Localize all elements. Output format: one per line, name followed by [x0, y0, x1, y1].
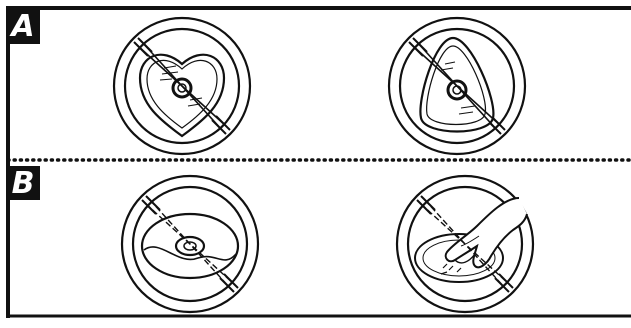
disc-touch-fingerprint-prohibited-icon [397, 176, 533, 312]
section-b-letter: B [12, 166, 35, 201]
section-a-letter: A [9, 9, 34, 44]
heart-shaped-disc-prohibited-icon [114, 18, 250, 154]
teardrop-shaped-disc-prohibited-icon [389, 18, 525, 154]
section-a-label: A [6, 8, 40, 44]
warped-disc-prohibited-icon [122, 176, 258, 312]
section-b-label: B [6, 166, 40, 201]
